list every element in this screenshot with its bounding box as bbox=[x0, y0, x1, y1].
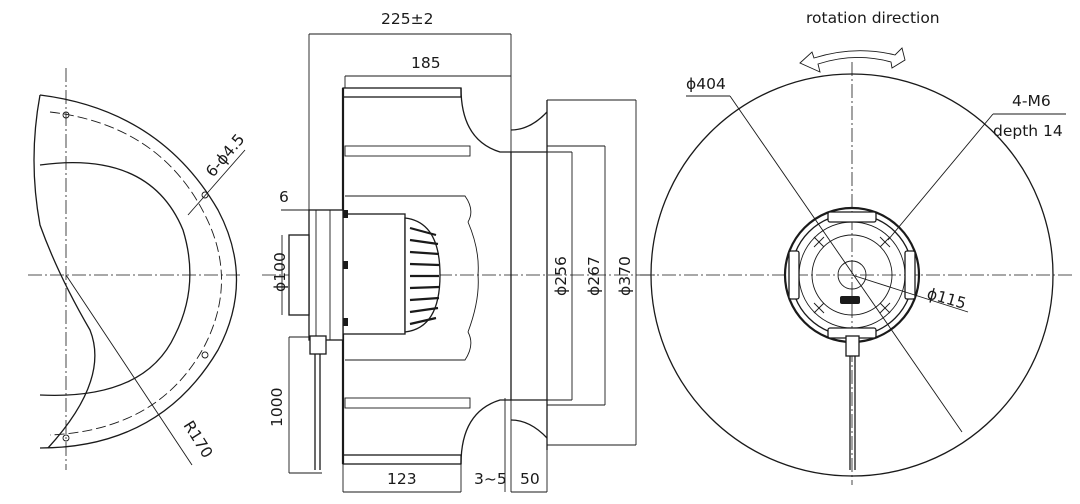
blade-bottom-curve bbox=[460, 399, 511, 465]
motor-bolt bbox=[340, 318, 348, 326]
thread-spec-label: 4-M6 bbox=[1012, 92, 1051, 110]
inlet-d2-label: ϕ267 bbox=[585, 256, 603, 296]
impeller-diameter-line bbox=[729, 95, 963, 433]
rotation-direction-label: rotation direction bbox=[806, 9, 940, 27]
motor-cooling-fins bbox=[409, 226, 440, 326]
rotation-arrow-icon bbox=[799, 47, 906, 73]
overall-depth-label: 225±2 bbox=[381, 10, 433, 28]
threaded-hole bbox=[879, 302, 891, 314]
gap-label: 3~5 bbox=[474, 470, 507, 488]
motor-bolt bbox=[340, 210, 348, 218]
mounting-hole bbox=[201, 191, 209, 199]
motor-housing bbox=[342, 213, 406, 335]
thread-leader-line bbox=[887, 113, 994, 241]
impeller-depth-label: 185 bbox=[411, 54, 441, 72]
holes-leader-line bbox=[187, 149, 246, 216]
inlet-ring-depth-label: 50 bbox=[520, 470, 540, 488]
motor-bolt bbox=[340, 261, 348, 269]
ring-slot bbox=[827, 211, 877, 223]
impeller-bottom-blade bbox=[342, 454, 462, 465]
front-cable-gland bbox=[845, 335, 860, 357]
cable-gland bbox=[309, 335, 327, 355]
inlet-d3-label: ϕ370 bbox=[616, 256, 634, 296]
threaded-hole bbox=[879, 236, 891, 248]
blade-segment bbox=[344, 145, 471, 157]
thread-depth-label: depth 14 bbox=[993, 122, 1063, 140]
ring-outer-edge bbox=[39, 94, 238, 449]
bolt-circle-arc bbox=[49, 111, 222, 436]
impeller-diameter-label: ϕ404 bbox=[686, 75, 726, 93]
mounting-hole bbox=[62, 111, 70, 119]
impeller-top-blade bbox=[342, 87, 462, 98]
threaded-hole bbox=[813, 236, 825, 248]
ring-inner-opening bbox=[39, 162, 191, 397]
cable-offset-label: 6 bbox=[279, 188, 289, 206]
base-length-label: 123 bbox=[387, 470, 417, 488]
blade-segment bbox=[344, 397, 471, 409]
blade-segment bbox=[345, 331, 472, 361]
blade-top-curve bbox=[460, 87, 511, 153]
inlet-ring-body bbox=[510, 151, 548, 401]
mounting-hole bbox=[62, 434, 70, 442]
inlet-d1-label: ϕ256 bbox=[552, 256, 570, 296]
hub-diameter-label: ϕ100 bbox=[271, 252, 289, 292]
blade-inner-curve bbox=[467, 221, 479, 333]
ring-cut-edge bbox=[33, 94, 96, 449]
cable-length-label: 1000 bbox=[268, 388, 286, 427]
front-view: rotation direction ϕ404 4-M6 depth 14 bbox=[640, 9, 1072, 485]
blade-segment bbox=[345, 195, 472, 223]
ring-slot bbox=[904, 250, 916, 300]
radius-leader-line bbox=[65, 274, 193, 466]
motor-shaft bbox=[837, 260, 867, 290]
bolt-circle-label: ϕ115 bbox=[925, 285, 968, 313]
nameplate bbox=[840, 296, 860, 304]
side-view: 225±2 185 bbox=[262, 10, 655, 493]
hub-boss bbox=[288, 234, 310, 316]
threaded-hole bbox=[813, 302, 825, 314]
impeller-outer-circle bbox=[650, 73, 1054, 477]
bolt-circle-leader bbox=[851, 274, 969, 313]
inlet-ring-flare-bottom bbox=[510, 419, 548, 439]
ring-slot bbox=[788, 250, 800, 300]
motor-hub-face bbox=[811, 234, 893, 316]
inlet-ring-flare-top bbox=[510, 111, 548, 131]
mounting-hole bbox=[201, 351, 209, 359]
left-view-mounting-ring: 6-ϕ4.5 R170 bbox=[28, 68, 248, 470]
mounting-flange bbox=[308, 209, 344, 341]
